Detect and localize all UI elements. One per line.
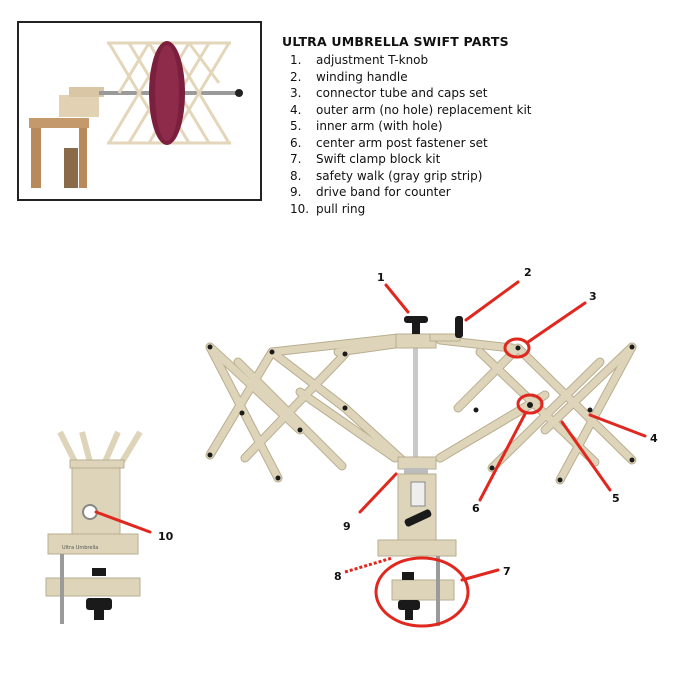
table-leg [79,128,87,188]
t-knob-bar [404,316,428,323]
center-shaft [413,345,418,463]
counter-window [410,481,426,507]
arm-fasteners [207,344,635,483]
side-clamp-screw [60,554,64,624]
callout-lines [94,280,647,628]
parts-list-title: ULTRA UMBRELLA SWIFT PARTS [282,34,509,49]
callout-2: 2 [524,266,532,279]
bottom-hub [397,456,437,470]
swift-base [69,87,104,97]
drive-band [404,468,428,474]
callout-4: 4 [650,432,658,445]
callout-line-5 [560,420,612,492]
chair-back [64,148,78,188]
callout-3: 3 [589,290,597,303]
parts-list-item: 7.Swift clamp block kit [290,152,441,166]
callout-6: 6 [472,502,480,515]
parts-list: 1.adjustment T-knob 2.winding handle 3.c… [290,52,532,217]
side-clamp-knob-stem [94,608,104,620]
clamp-knob [398,600,420,610]
callout-line-3 [526,301,587,344]
left-arms [206,334,406,482]
parts-list-item: 4.outer arm (no hole) replacement kit [290,102,532,117]
callout-circle-6 [516,393,544,415]
parts-list-item: 2.winding handle [290,69,408,84]
callout-10: 10 [158,530,174,543]
side-swift: Ultra Umbrella [45,430,143,624]
callout-1: 1 [377,271,385,284]
callout-8: 8 [334,570,342,583]
end-knob [235,89,243,97]
parts-list-item: 5.inner arm (with hole) [290,119,443,133]
callout-line-8 [344,556,393,574]
table-top [29,118,89,128]
parts-list-item: 6.center arm post fastener set [290,135,488,150]
callout-line-10 [94,510,152,534]
callout-line-4 [588,413,647,438]
clamp-screw [436,556,440,626]
clamp-knob-stem [405,608,413,620]
clamp-block [391,579,455,601]
side-hub [69,459,125,469]
callout-9: 9 [343,520,351,533]
callout-circle-7 [374,556,470,628]
winding-handle-knob [455,316,463,338]
main-swift [205,316,637,626]
swift-base [377,539,457,557]
parts-list-item: 9.drive band for counter [290,185,451,199]
side-clamp-block [45,577,141,597]
inset-photo [17,21,262,201]
side-clamp-knob [86,598,112,610]
callout-5: 5 [612,492,620,505]
parts-list-item: 1.adjustment T-knob [290,53,429,67]
callout-line-9 [358,472,398,514]
side-clamp-pad [92,568,106,576]
table-leg [31,128,41,188]
t-knob-stem [412,322,420,334]
side-arms [57,430,143,464]
callout-line-2 [464,280,520,322]
brand-label: Ultra Umbrella [62,545,98,551]
callout-line-7 [460,568,500,582]
parts-list-item: 10.pull ring [290,201,366,216]
clamp-block [59,95,99,117]
post-knob [404,509,432,527]
swift-photo-illustration [29,41,243,188]
clamp-pad [402,572,414,580]
callout-line-1 [384,283,410,314]
right-arms [436,336,636,484]
callout-7: 7 [503,565,511,578]
side-base [47,533,139,555]
parts-list-item: 3.connector tube and caps set [290,86,488,100]
yarn-highlight [155,45,179,141]
callout-line-6 [478,412,527,502]
callout-circle-3 [503,337,531,359]
side-post-block [71,467,121,535]
parts-list-item: 8.safety walk (gray grip strip) [290,168,483,183]
